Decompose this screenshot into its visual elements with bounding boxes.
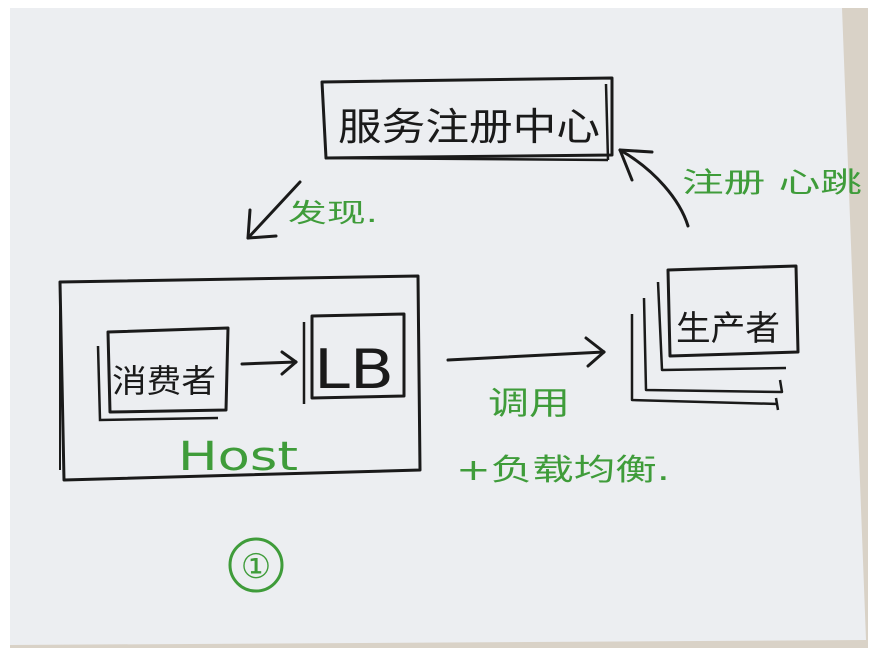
loadbalance-label: +负载均衡. — [456, 453, 670, 488]
invoke-arrow — [446, 336, 606, 368]
producer-stack — [630, 264, 800, 411]
host-label: Host — [178, 434, 298, 480]
registry-label: 服务注册中心 — [338, 105, 600, 149]
register-label: 注册 心跳 — [682, 166, 862, 199]
discover-arrow — [246, 180, 302, 240]
lb-box: LB — [302, 312, 406, 404]
lb-label: LB — [314, 338, 394, 401]
host-box: Host — [58, 274, 422, 482]
invoke-label: 调用 — [488, 384, 570, 422]
figure-number-badge: ① — [228, 537, 284, 593]
figure-number: ① — [241, 547, 271, 587]
consumer-to-lb-arrow — [240, 350, 298, 376]
producer-label: 生产者 — [676, 309, 780, 349]
consumer-box: 消费者 — [96, 326, 230, 422]
registry-box: 服务注册中心 — [320, 76, 614, 162]
register-arrow — [618, 148, 690, 228]
discover-label: 发现. — [288, 199, 378, 229]
paper-sheet — [10, 8, 866, 645]
consumer-label: 消费者 — [112, 362, 216, 400]
